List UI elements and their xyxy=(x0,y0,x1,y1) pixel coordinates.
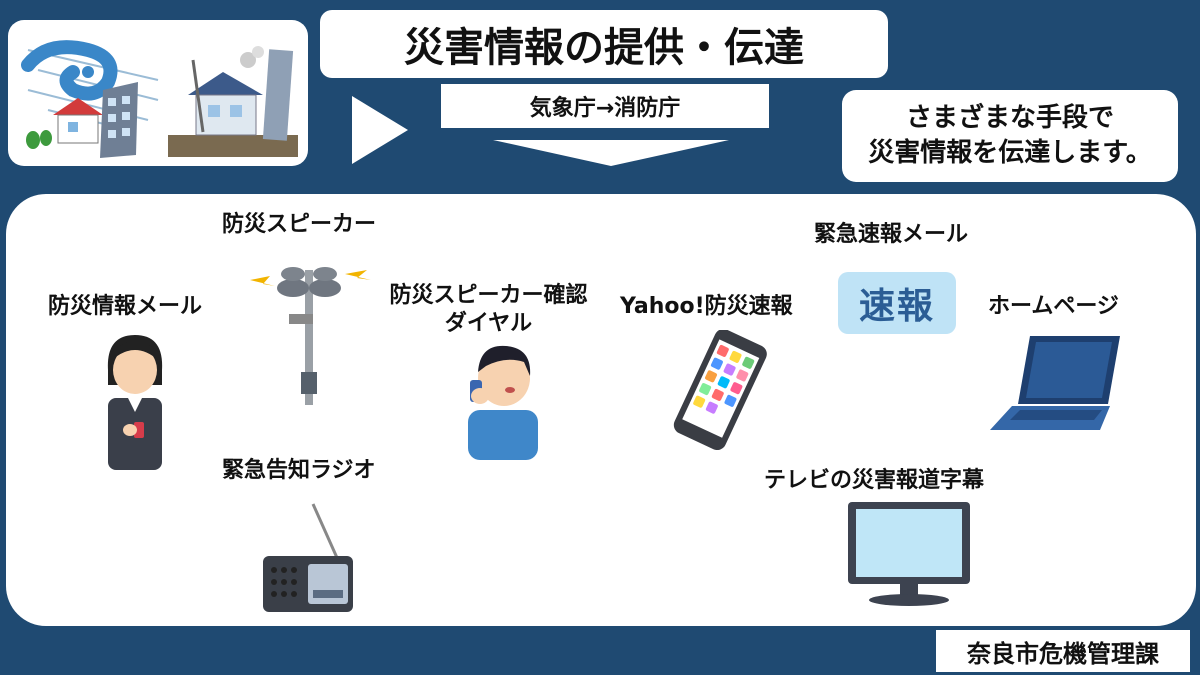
woman-with-phone-icon xyxy=(107,335,163,470)
speaker-pole-icon xyxy=(250,267,371,405)
label-radio: 緊急告知ラジオ xyxy=(222,458,376,483)
man-on-phone-icon xyxy=(468,345,538,460)
label-kinkyu-mail: 緊急速報メール xyxy=(814,222,969,247)
label-homepage: ホームページ xyxy=(988,294,1119,319)
label-speaker-dial-line2: ダイヤル xyxy=(444,310,533,336)
television-icon xyxy=(848,502,970,606)
agency-flow-label: 気象庁→消防庁 xyxy=(441,84,769,128)
page-title: 災害情報の提供・伝達 xyxy=(320,10,888,78)
flow-arrow-right-icon xyxy=(352,96,408,164)
emergency-radio-icon xyxy=(263,503,353,612)
label-yahoo: Yahoo!防災速報 xyxy=(620,294,793,319)
summary-note-line1: さまざまな手段で xyxy=(905,102,1114,133)
building-icon xyxy=(100,82,138,158)
label-bousai-mail: 防災情報メール xyxy=(48,294,203,319)
laptop-icon xyxy=(990,336,1120,430)
channels-panel xyxy=(6,194,1196,626)
typhoon-icon xyxy=(21,40,118,101)
summary-note-line2: 災害情報を伝達します。 xyxy=(868,138,1152,168)
label-bousai-speaker: 防災スピーカー xyxy=(222,212,377,237)
sokuho-badge: 速報 xyxy=(838,272,956,334)
flow-arrow-down-icon xyxy=(493,140,729,166)
tree-icons xyxy=(26,130,52,149)
label-speaker-dial-line1: 防災スピーカー確認 xyxy=(389,283,588,308)
disaster-scene-illustration xyxy=(21,40,298,158)
house-icon-small xyxy=(53,98,103,144)
department-footer: 奈良市危機管理課 xyxy=(936,630,1190,672)
smartphone-icon xyxy=(673,330,767,450)
disaster-illustration-panel xyxy=(8,20,308,166)
label-speaker-dial: 防災スピーカー確認 ダイヤル xyxy=(386,282,591,337)
damaged-house-icon xyxy=(168,46,298,157)
label-tv: テレビの災害報道字幕 xyxy=(764,468,985,493)
summary-note: さまざまな手段で 災害情報を伝達します。 xyxy=(842,90,1178,182)
